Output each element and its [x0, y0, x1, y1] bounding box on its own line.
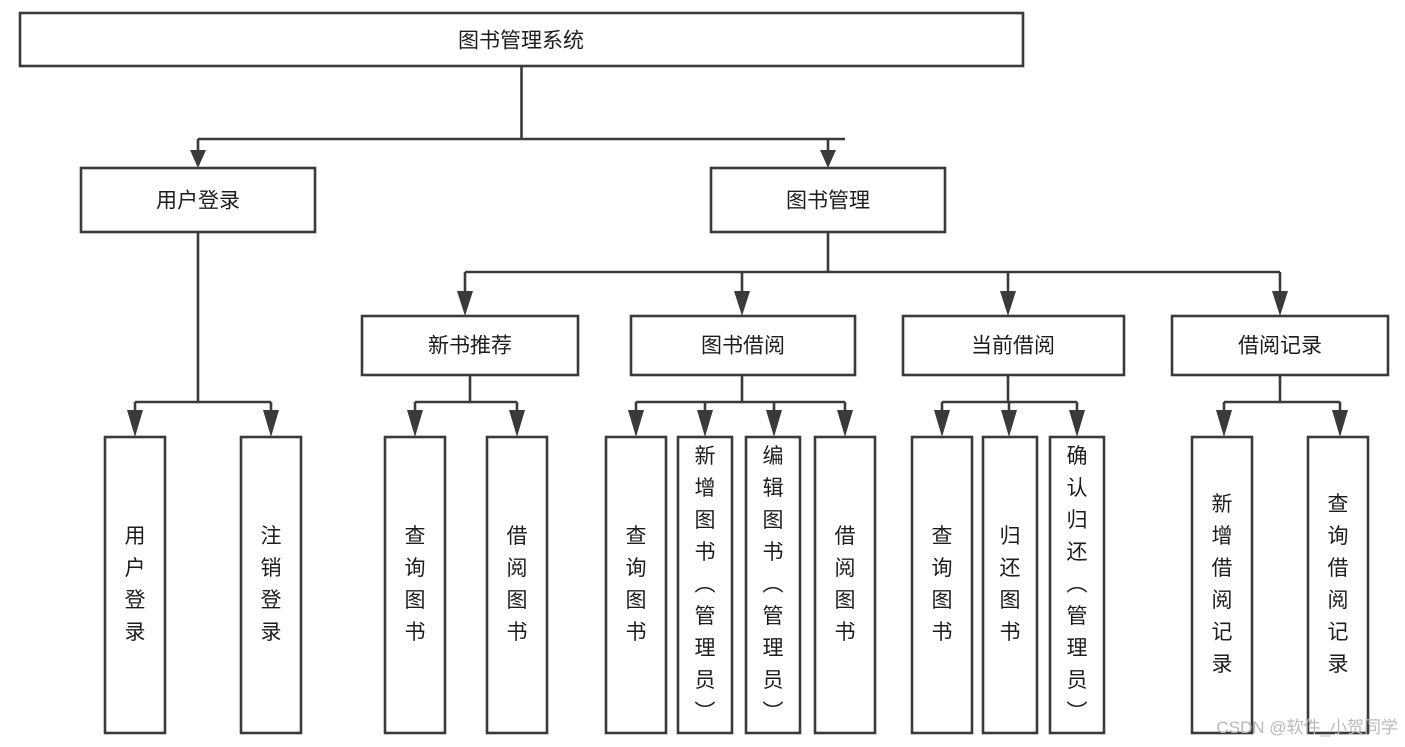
- node-root-label: 图书管理系统: [458, 30, 584, 53]
- arrow-head-leaf-return-book: [1001, 410, 1017, 437]
- arrow-head-leaf-query-book-1: [407, 410, 423, 437]
- leaf-box[interactable]: [910, 435, 974, 735]
- leaf-node-new-book-query[interactable]: 查询图书: [383, 435, 447, 735]
- arrow-head-leaf-user-login: [127, 410, 143, 437]
- arrow-head-leaf-query-book-2: [628, 410, 644, 437]
- leaf-box[interactable]: [604, 435, 668, 735]
- leaf-node-book-borrow-borrow[interactable]: 借阅图书: [813, 435, 877, 735]
- leaf-box[interactable]: [103, 435, 167, 735]
- node-book-borrow-label: 图书借阅: [701, 335, 785, 358]
- node-book-management-label: 图书管理: [786, 190, 870, 213]
- leaf-node-book-borrow-query[interactable]: 查询图书: [604, 435, 668, 735]
- arrow-head-book-manage: [820, 150, 836, 168]
- arrow-head-leaf-query-record: [1332, 410, 1348, 437]
- arrow-head-leaf-query-book-3: [934, 410, 950, 437]
- leaf-node-borrow-record-add[interactable]: 新增借阅记录: [1190, 435, 1254, 735]
- leaf-label: 确认归还︵管理员︶: [1067, 445, 1088, 724]
- node-new-book-recommend-label: 新书推荐: [428, 335, 512, 358]
- leaf-node-current-borrow-query[interactable]: 查询图书: [910, 435, 974, 735]
- leaf-label: 查询图书: [405, 525, 426, 644]
- arrow-head-current-borrow: [1000, 291, 1016, 316]
- node-borrow-record[interactable]: 借阅记录: [1170, 314, 1390, 377]
- node-new-book-recommend-box[interactable]: [360, 314, 580, 377]
- leaf-box[interactable]: [239, 435, 303, 735]
- node-root-book-management-system[interactable]: 图书管理系统: [18, 11, 1025, 68]
- arrow-head-leaf-borrow-book-2: [837, 410, 853, 437]
- leaf-label: 注销登录: [261, 525, 282, 644]
- leaf-node-book-borrow-add[interactable]: 新增图书︵管理员︶: [676, 435, 734, 735]
- node-new-book-recommend[interactable]: 新书推荐: [360, 314, 580, 377]
- leaf-label: 借阅图书: [507, 525, 528, 644]
- leaf-label: 查询图书: [932, 525, 953, 644]
- arrow-head-borrow-record: [1272, 291, 1288, 316]
- leaf-box[interactable]: [485, 435, 549, 735]
- node-borrow-record-label: 借阅记录: [1238, 335, 1322, 358]
- leaf-box[interactable]: [981, 435, 1039, 735]
- arrow-head-leaf-confirm-return: [1069, 410, 1085, 437]
- node-book-management-box[interactable]: [709, 166, 947, 234]
- arrow-head-leaf-borrow-book-1: [509, 410, 525, 437]
- arrow-head-user-login: [190, 150, 206, 168]
- leaf-label: 查询图书: [626, 525, 647, 644]
- leaf-box[interactable]: [1190, 435, 1254, 735]
- leaf-box[interactable]: [813, 435, 877, 735]
- leaf-box[interactable]: [1048, 435, 1106, 735]
- node-current-borrow-label: 当前借阅: [971, 335, 1055, 358]
- leaf-label: 编辑图书︵管理员︶: [763, 445, 784, 724]
- node-current-borrow-box[interactable]: [901, 314, 1126, 377]
- leaf-label: 用户登录: [125, 525, 146, 644]
- node-user-login[interactable]: 用户登录: [79, 166, 317, 234]
- connector-layer: [127, 66, 1348, 437]
- leaf-node-user-login-logout[interactable]: 注销登录: [239, 435, 303, 735]
- leaf-label: 借阅图书: [835, 525, 856, 644]
- node-current-borrow[interactable]: 当前借阅: [901, 314, 1126, 377]
- leaf-node-current-borrow-return[interactable]: 归还图书: [981, 435, 1039, 735]
- node-root-box[interactable]: [18, 11, 1025, 68]
- leaf-node-borrow-record-query[interactable]: 查询借阅记录: [1306, 435, 1370, 735]
- arrow-head-book-borrow: [734, 291, 750, 316]
- node-user-login-label: 用户登录: [156, 190, 240, 213]
- leaf-label: 新增借阅记录: [1212, 493, 1233, 676]
- arrow-head-leaf-logout: [263, 410, 279, 437]
- arrow-head-leaf-edit-book: [766, 410, 782, 437]
- node-book-borrow-box[interactable]: [629, 314, 857, 377]
- node-borrow-record-box[interactable]: [1170, 314, 1390, 377]
- arrow-head-leaf-add-book: [697, 410, 713, 437]
- leaf-node-new-book-borrow[interactable]: 借阅图书: [485, 435, 549, 735]
- leaf-box[interactable]: [1306, 435, 1370, 735]
- leaf-node-user-login-login[interactable]: 用户登录: [103, 435, 167, 735]
- csdn-watermark: CSDN @软件_小贺同学: [1216, 718, 1398, 737]
- leaf-label: 新增图书︵管理员︶: [695, 445, 716, 724]
- leaf-label: 查询借阅记录: [1328, 493, 1349, 676]
- node-book-borrow[interactable]: 图书借阅: [629, 314, 857, 377]
- leaf-label: 归还图书: [1000, 525, 1021, 644]
- leaf-node-book-borrow-edit[interactable]: 编辑图书︵管理员︶: [744, 435, 802, 735]
- leaf-box[interactable]: [676, 435, 734, 735]
- node-user-login-box[interactable]: [79, 166, 317, 234]
- leaf-node-current-borrow-confirm[interactable]: 确认归还︵管理员︶: [1048, 435, 1106, 735]
- arrow-head-new-book: [457, 291, 473, 316]
- node-book-management[interactable]: 图书管理: [709, 166, 947, 234]
- leaf-box[interactable]: [383, 435, 447, 735]
- leaf-box[interactable]: [744, 435, 802, 735]
- arrow-head-leaf-add-record: [1216, 410, 1232, 437]
